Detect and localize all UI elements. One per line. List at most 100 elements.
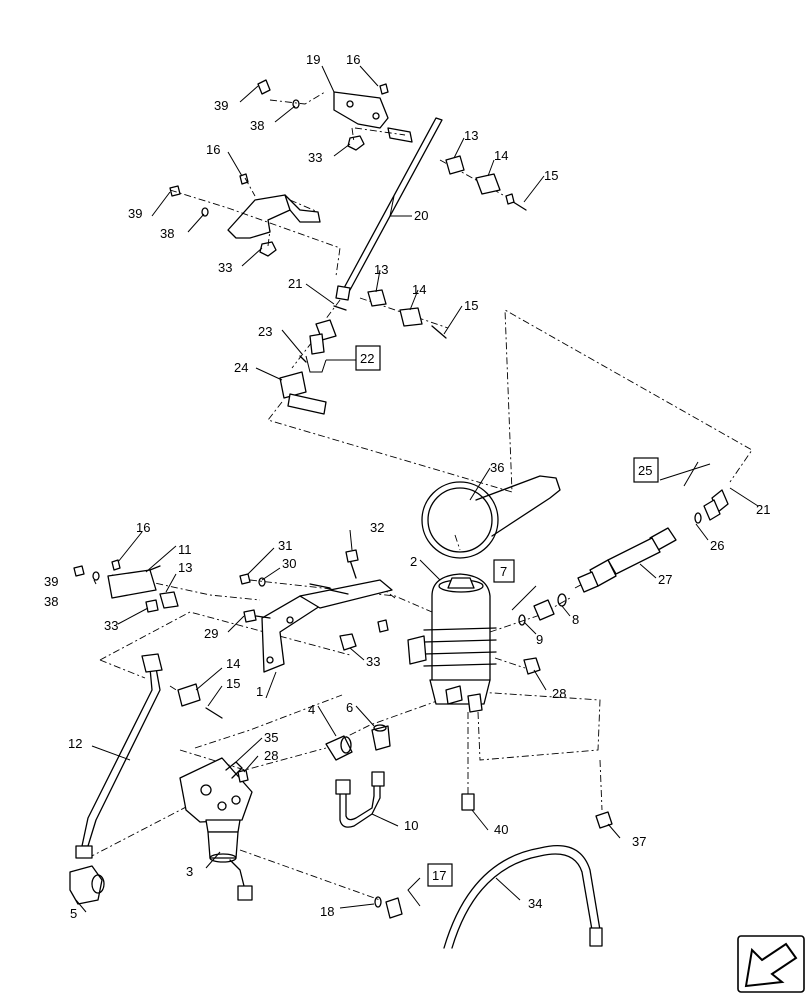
fitting-40 [461, 793, 475, 811]
callout-18: 18 [320, 904, 334, 919]
clamp-14-a [475, 173, 501, 195]
callout-12: 12 [68, 736, 82, 751]
callout-30: 30 [282, 556, 296, 571]
callout-33: 33 [104, 618, 118, 633]
callout-labels: 19 16 39 38 33 13 14 15 16 39 38 33 20 2… [44, 52, 770, 921]
fitting-22 [309, 319, 337, 355]
tube-20 [335, 117, 443, 301]
bolt-39-mid [169, 185, 181, 197]
callout-31: 31 [278, 538, 292, 553]
nut-28-left [237, 769, 249, 783]
callout-38: 38 [44, 594, 58, 609]
seal-8 [557, 593, 567, 607]
callout-13: 13 [178, 560, 192, 575]
prefilter-3 [179, 757, 253, 901]
washer-38-left [92, 571, 100, 581]
callout-15: 15 [544, 168, 558, 183]
bolt-32 [345, 549, 359, 579]
clamp-13-a [445, 155, 465, 175]
callout-6: 6 [346, 700, 353, 715]
boxed-callouts: 22 25 7 17 [355, 345, 659, 887]
washer-38-top [292, 99, 300, 109]
nut-16-top [379, 83, 389, 95]
hose-27 [577, 527, 677, 593]
tee-24 [279, 371, 327, 415]
handle-36 [421, 475, 561, 559]
callout-3: 3 [186, 864, 193, 879]
callout-13: 13 [464, 128, 478, 143]
washer-30 [258, 577, 266, 587]
callout-27: 27 [658, 572, 672, 587]
callout-1: 1 [256, 684, 263, 699]
bracket-mid-left [227, 194, 321, 239]
oring-21-top [333, 305, 347, 311]
tube-10 [335, 771, 385, 828]
callout-26: 26 [710, 538, 724, 553]
callout-28: 28 [264, 748, 278, 763]
callout-19: 19 [306, 52, 320, 67]
clamp-14-b [399, 307, 423, 327]
callout-21: 21 [756, 502, 770, 517]
callout-14: 14 [412, 282, 426, 297]
clamp-13-left [159, 591, 179, 609]
bolt-39-left [73, 565, 85, 577]
clamp-14-left [177, 683, 201, 707]
callout-35: 35 [264, 730, 278, 745]
fitting-4 [325, 735, 353, 761]
callout-24: 24 [234, 360, 248, 375]
leader-lines [75, 65, 759, 913]
boxed-callout-22: 22 [360, 351, 374, 366]
callout-28: 28 [552, 686, 566, 701]
bracket-11 [107, 565, 161, 599]
callout-36: 36 [490, 460, 504, 475]
callout-38: 38 [160, 226, 174, 241]
bolt-31 [239, 573, 251, 585]
callout-37: 37 [632, 834, 646, 849]
callout-2: 2 [410, 554, 417, 569]
callout-33: 33 [366, 654, 380, 669]
nut-16-left [111, 559, 121, 571]
elbow-5 [69, 865, 105, 905]
bolt-15-b [431, 325, 447, 339]
callout-16: 16 [346, 52, 360, 67]
boxed-callout-7: 7 [500, 564, 507, 579]
callout-34: 34 [528, 896, 542, 911]
bolt-29 [243, 609, 271, 623]
assembly-lines [87, 91, 753, 901]
callout-33: 33 [308, 150, 322, 165]
callout-39: 39 [44, 574, 58, 589]
callout-15: 15 [464, 298, 478, 313]
tube-12 [75, 653, 163, 859]
filter-2 [407, 573, 497, 713]
callout-5: 5 [70, 906, 77, 921]
callout-21: 21 [288, 276, 302, 291]
fitting-21-right [703, 489, 729, 521]
callout-16: 16 [136, 520, 150, 535]
elbow-6 [371, 724, 391, 751]
callout-40: 40 [494, 822, 508, 837]
nut-33-center [339, 633, 357, 651]
callout-14: 14 [226, 656, 240, 671]
callout-13: 13 [374, 262, 388, 277]
bolt-extra [309, 583, 389, 633]
callout-32: 32 [370, 520, 384, 535]
callout-29: 29 [204, 626, 218, 641]
nut-33-mid [259, 241, 277, 257]
clamp-13-b [367, 289, 387, 307]
hose-34 [443, 844, 603, 949]
bracket-19 [333, 91, 413, 143]
fitting-9 [518, 599, 555, 626]
callout-14: 14 [494, 148, 508, 163]
callout-4: 4 [308, 702, 315, 717]
callout-38: 38 [250, 118, 264, 133]
nut-16-mid [239, 173, 249, 185]
arrow-navigation-icon [737, 935, 805, 993]
bolt-15-a [505, 193, 527, 211]
callout-16: 16 [206, 142, 220, 157]
nut-33-top [347, 135, 365, 151]
oring-23 [299, 355, 307, 363]
boxed-callout-25: 25 [638, 463, 652, 478]
callout-9: 9 [536, 632, 543, 647]
washer-38-mid [201, 207, 209, 217]
plug-17 [374, 896, 403, 919]
